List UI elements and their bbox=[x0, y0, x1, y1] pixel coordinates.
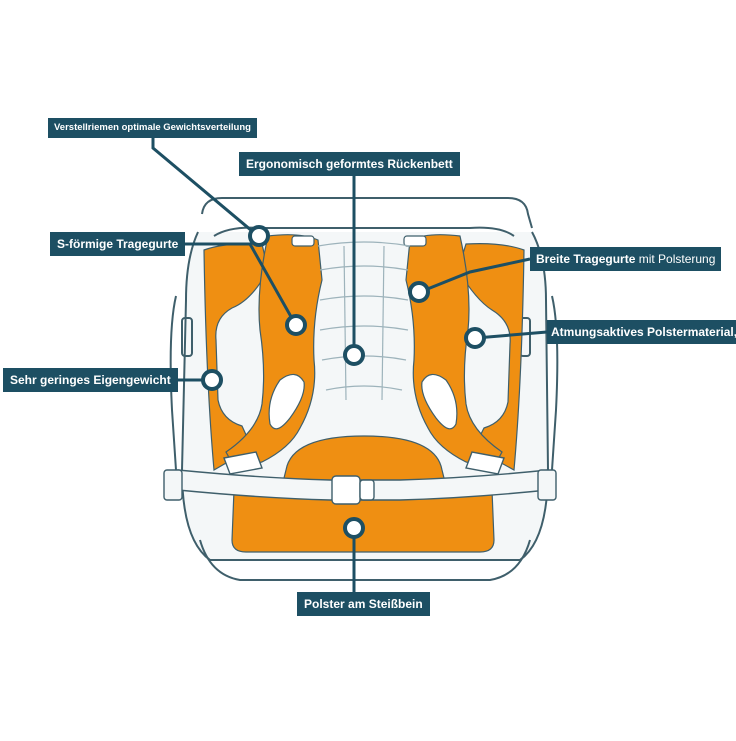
label-atmungsaktiv: Atmungsaktives Polstermaterial, bbox=[547, 320, 736, 344]
label-rueckenbett: Ergonomisch geformtes Rückenbett bbox=[239, 152, 460, 176]
label-verstellriemen-text: Verstellriemen optimale Gewichtsverteilu… bbox=[54, 122, 251, 134]
marker-atmung bbox=[464, 327, 486, 349]
marker-sform bbox=[285, 314, 307, 336]
hip-belt bbox=[163, 451, 557, 505]
label-steissbein-text: Polster am Steißbein bbox=[304, 597, 423, 611]
label-rueckenbett-text: Ergonomisch geformtes Rückenbett bbox=[246, 157, 453, 171]
label-verstellriemen: Verstellriemen optimale Gewichtsverteilu… bbox=[48, 118, 257, 138]
leader-verstell bbox=[151, 138, 259, 238]
label-eigengewicht-text: Sehr geringes Eigengewicht bbox=[10, 373, 171, 387]
label-breite-bold-text: Breite Tragegurte bbox=[536, 252, 636, 266]
marker-sehr bbox=[201, 369, 223, 391]
strap-cutouts bbox=[268, 235, 458, 430]
label-breite-tragegurte: Breite Tragegurte mit Polsterung bbox=[530, 247, 722, 271]
marker-polster bbox=[343, 517, 365, 539]
label-s-tragegurte: S-förmige Tragegurte bbox=[50, 232, 186, 256]
marker-breite bbox=[408, 281, 430, 303]
leader-atmung bbox=[475, 330, 548, 340]
marker-ergo bbox=[343, 344, 365, 366]
leader-breite bbox=[419, 257, 531, 294]
label-steissbein: Polster am Steißbein bbox=[297, 592, 430, 616]
label-s-tragegurte-text: S-förmige Tragegurte bbox=[57, 237, 179, 251]
label-breite-normal-text: mit Polsterung bbox=[635, 252, 716, 266]
back-bed bbox=[317, 241, 411, 401]
label-eigengewicht: Sehr geringes Eigengewicht bbox=[3, 368, 178, 392]
label-atmungsaktiv-text: Atmungsaktives Polstermaterial, bbox=[551, 325, 736, 339]
marker-verstell bbox=[248, 225, 270, 247]
leader-sform bbox=[178, 242, 296, 323]
